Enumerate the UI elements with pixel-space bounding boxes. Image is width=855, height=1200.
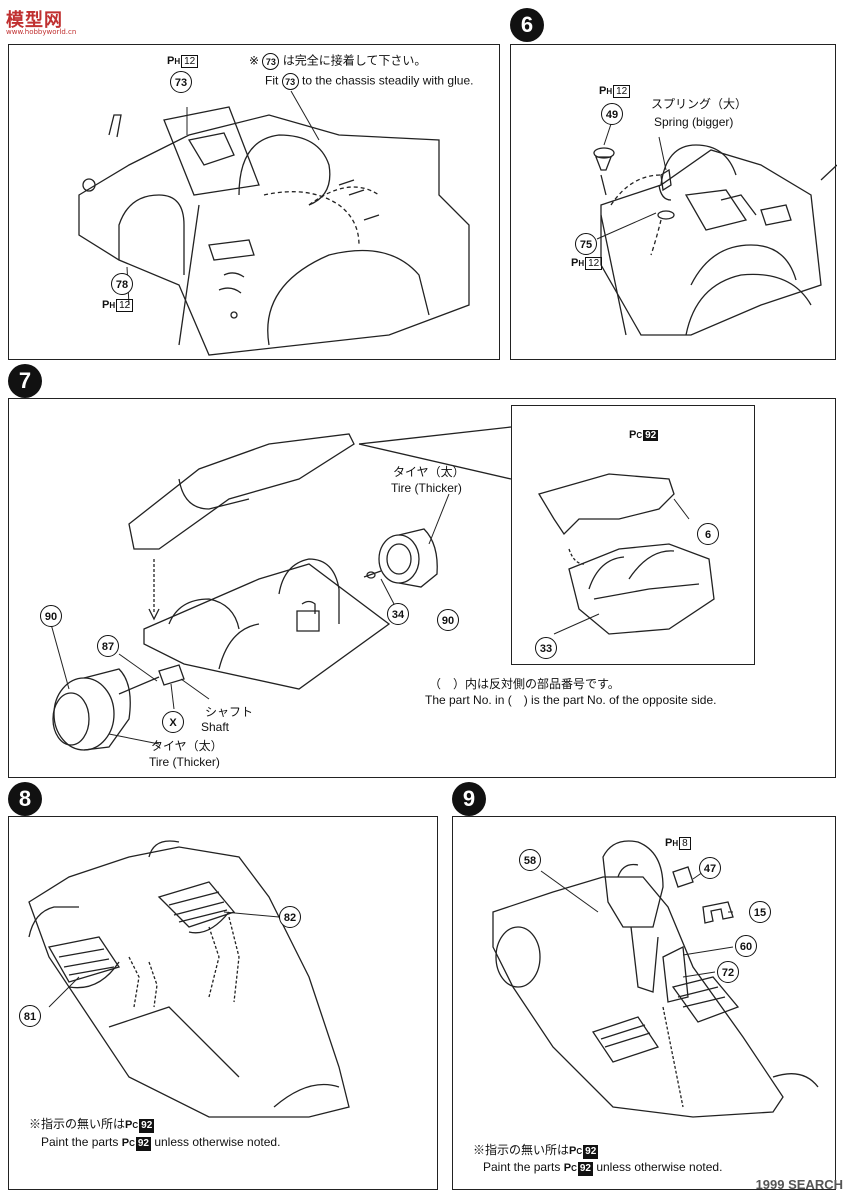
step-6-number: 6 — [510, 8, 544, 42]
site-logo-url: www.hobbyworld.cn — [6, 28, 77, 36]
part-87-callout: 87 — [97, 635, 119, 657]
shaft-label-ja: シャフト — [205, 705, 254, 719]
part-6-callout: 6 — [697, 523, 719, 545]
part-x-marker: X — [162, 711, 184, 733]
step7-note-ja: （ ）内は反対側の部品番号です。 — [429, 677, 620, 691]
step5-note-ja: ※ 73 は完全に接着して下さい。 — [249, 53, 426, 70]
step5-chassis-drawing — [78, 90, 470, 356]
part-90-right-callout: 90 — [437, 609, 459, 631]
part-72-callout: 72 — [717, 961, 739, 983]
shaft-label-en: Shaft — [201, 720, 230, 734]
part-73-inline-en: 73 — [281, 73, 299, 90]
tire-label-ja-bottom: タイヤ（太） — [151, 739, 223, 753]
part-90-left-callout: 90 — [40, 605, 62, 627]
part-58-callout: 58 — [519, 849, 541, 871]
step8-drawing — [28, 840, 350, 1118]
part-75-callout: 75 — [575, 233, 597, 255]
site-logo: 模型网 — [6, 10, 63, 31]
step5-note-en: Fit 73 to the chassis steadily with glue… — [265, 73, 473, 90]
part-34-callout: 34 — [387, 603, 409, 625]
tire-label-en-bottom: Tire (Thicker) — [149, 755, 220, 769]
part-73-inline: 73 — [262, 53, 280, 70]
step-8-number: 8 — [8, 782, 42, 816]
part-60-callout: 60 — [735, 935, 757, 957]
part-33-callout: 33 — [535, 637, 557, 659]
tire-label-ja-top: タイヤ（太） — [393, 465, 465, 479]
watermark-bottom: 1999 SEARCH — [755, 1177, 843, 1192]
part-73-callout: 73 — [170, 71, 192, 93]
part-15-callout: 15 — [749, 901, 771, 923]
part-47-callout: 47 — [699, 857, 721, 879]
part-49-callout: 49 — [601, 103, 623, 125]
part-78-callout: 78 — [111, 273, 133, 295]
tire-label-en-top: Tire (Thicker) — [391, 481, 462, 495]
part-82-callout: 82 — [279, 906, 301, 928]
step7-note-en: The part No. in ( ) is the part No. of t… — [425, 693, 717, 707]
step9-drawing — [492, 840, 819, 1118]
spring-label-ja: スプリング（大） — [651, 97, 748, 111]
step-9-number: 9 — [452, 782, 486, 816]
part-81-callout: 81 — [19, 1005, 41, 1027]
step7-inset — [511, 405, 755, 665]
step-7-number: 7 — [8, 364, 42, 398]
step7-drawing — [50, 426, 715, 751]
step6-drawing — [593, 120, 837, 336]
spring-label-en: Spring (bigger) — [654, 115, 734, 129]
